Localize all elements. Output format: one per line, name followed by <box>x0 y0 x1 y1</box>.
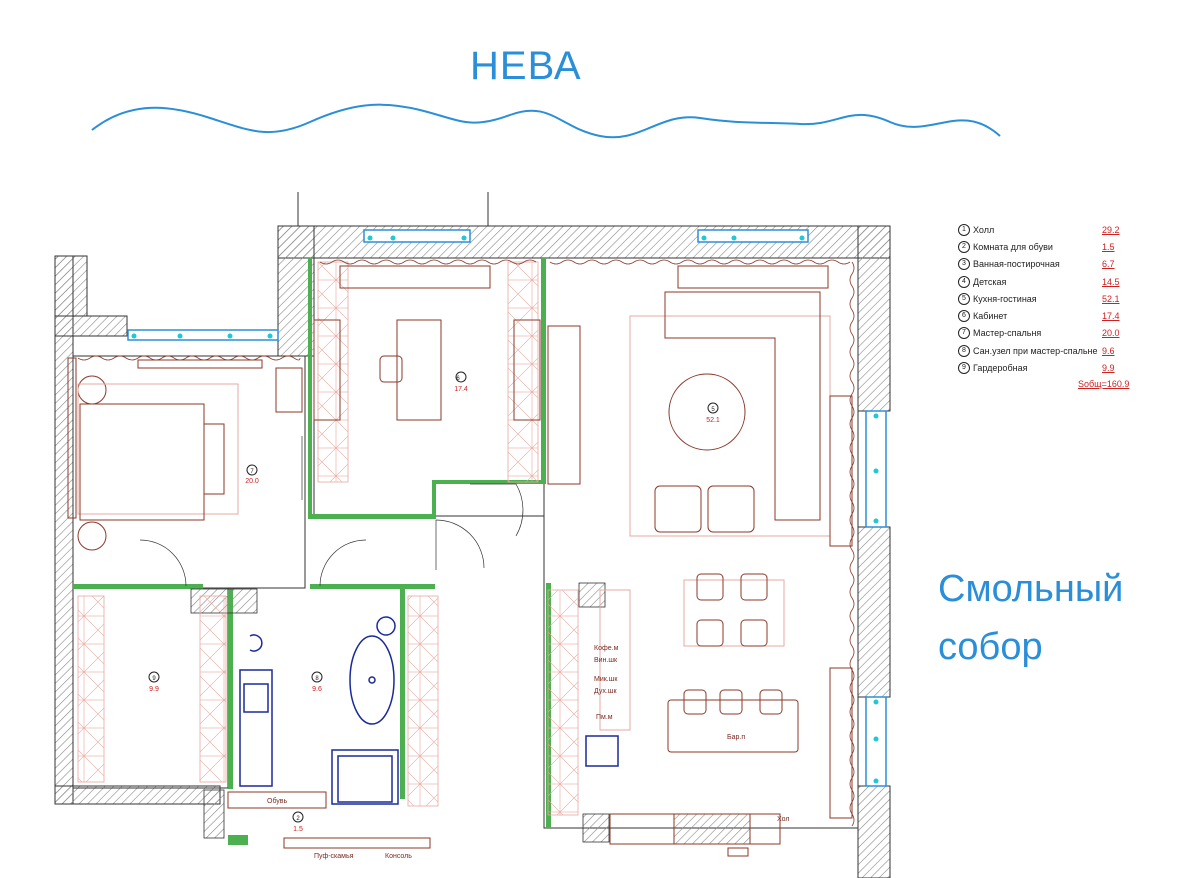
room-master-num: 7 <box>250 469 254 475</box>
bath-plumbing <box>239 616 619 805</box>
cathedral-line2: собор <box>938 626 1043 668</box>
label-pm: Пм.м <box>596 714 613 721</box>
green-partitions <box>73 258 551 845</box>
bedroom-furniture <box>67 357 303 551</box>
legend-num: 1 <box>958 223 970 236</box>
legend-name: Ванная-постирочная <box>973 259 1060 270</box>
legend-name: Комната для обуви <box>973 241 1053 252</box>
interior-walls <box>72 257 859 829</box>
room-cabinet-num: 6 <box>456 376 460 382</box>
legend-num: 4 <box>958 275 970 288</box>
room-wardrobe-num: 9 <box>152 676 156 682</box>
legend-area: 29.2 <box>1102 224 1120 235</box>
cabinet-furniture <box>313 265 581 485</box>
windows <box>127 229 887 787</box>
room-master-area: 20.0 <box>245 478 259 485</box>
legend-num: 6 <box>958 310 970 323</box>
river-label: НЕВА <box>470 44 582 88</box>
outer-walls <box>54 225 891 878</box>
legend-area: 1.5 <box>1102 241 1115 252</box>
wardrobe-shelves <box>407 595 439 807</box>
label-bar: Бар.п <box>727 734 745 741</box>
legend-num: 3 <box>958 258 970 271</box>
legend-name: Гардеробная <box>973 363 1028 374</box>
legend-num: 7 <box>958 327 970 340</box>
legend-area: 20.0 <box>1102 328 1120 339</box>
legend-name: Холл <box>973 224 995 235</box>
legend-name: Кабинет <box>973 311 1008 322</box>
legend-area: 14.5 <box>1102 276 1120 287</box>
legend-area: 6.7 <box>1102 259 1115 270</box>
legend-name: Сан.узел при мастер-спальне <box>973 345 1098 356</box>
legend-num: 2 <box>958 240 970 253</box>
room-shoes-area: 1.5 <box>293 826 303 833</box>
cathedral-label: Смольный собор <box>938 560 1123 676</box>
label-hol: Хол <box>777 816 789 823</box>
room-cabinet-area: 17.4 <box>454 386 468 393</box>
living-furniture <box>599 265 853 845</box>
cathedral-line1: Смольный <box>938 568 1124 610</box>
room-shoes-num: 2 <box>296 816 300 822</box>
room-living-num: 5 <box>711 407 715 413</box>
legend-total: Sобщ=160.9 <box>1078 379 1130 389</box>
label-vin: Вин.шк <box>594 657 618 664</box>
legend-name: Мастер-спальня <box>973 328 1042 339</box>
legend-area: 17.4 <box>1102 311 1120 322</box>
label-puf: Пуф-скамья <box>314 853 354 860</box>
label-duh: Дух.шк <box>594 688 617 695</box>
room-wardrobe-area: 9.9 <box>149 686 159 693</box>
label-konsol: Консоль <box>385 853 412 860</box>
legend-num: 9 <box>958 362 970 375</box>
room-living-area: 52.1 <box>706 417 720 424</box>
legend-num: 5 <box>958 292 970 305</box>
river-wave <box>91 103 1001 139</box>
legend-area: 52.1 <box>1102 293 1120 304</box>
legend-name: Детская <box>973 276 1007 287</box>
label-obuv: Обувь <box>267 797 288 805</box>
label-mik: Мик.шк <box>594 676 618 683</box>
legend-area: 9.6 <box>1102 345 1115 356</box>
room-bath-num: 8 <box>315 676 319 682</box>
legend-area: 9.9 <box>1102 363 1115 374</box>
legend-name: Кухня-гостиная <box>973 293 1037 304</box>
legend-num: 8 <box>958 344 970 357</box>
label-kofe: Кофе.м <box>594 645 619 652</box>
room-bath-area: 9.6 <box>312 686 322 693</box>
